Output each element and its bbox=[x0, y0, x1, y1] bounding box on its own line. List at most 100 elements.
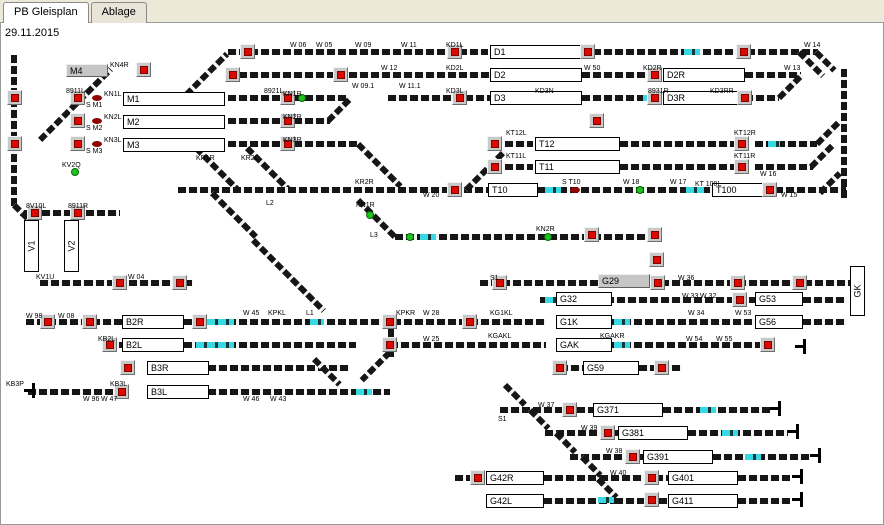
track-segment bbox=[560, 365, 583, 371]
signal-indicator[interactable] bbox=[730, 275, 745, 290]
signal-indicator[interactable] bbox=[280, 136, 295, 151]
signal-indicator[interactable] bbox=[7, 90, 22, 105]
signal-indicator[interactable] bbox=[280, 90, 295, 105]
signal-indicator[interactable] bbox=[112, 275, 127, 290]
track-label-g59[interactable]: G59 bbox=[583, 361, 639, 375]
signal-indicator[interactable] bbox=[492, 275, 507, 290]
track-label-g53[interactable]: G53 bbox=[755, 292, 803, 306]
signal-indicator[interactable] bbox=[487, 159, 502, 174]
signal-indicator[interactable] bbox=[452, 90, 467, 105]
track-label-m2[interactable]: M2 bbox=[123, 115, 225, 129]
signal-indicator[interactable] bbox=[447, 44, 462, 59]
track-label-text: G371 bbox=[597, 405, 620, 415]
signal-indicator[interactable] bbox=[462, 314, 477, 329]
signal-indicator[interactable] bbox=[114, 384, 129, 399]
signal-indicator[interactable] bbox=[737, 90, 752, 105]
signal-indicator[interactable] bbox=[82, 314, 97, 329]
signal-red-lamp-icon bbox=[283, 116, 292, 125]
signal-indicator[interactable] bbox=[736, 44, 751, 59]
track-label-m4[interactable]: M4 bbox=[66, 64, 108, 77]
route-set-track-segment bbox=[768, 141, 780, 147]
signal-indicator[interactable] bbox=[562, 402, 577, 417]
signal-indicator[interactable] bbox=[240, 44, 255, 59]
track-label-gak[interactable]: GAK bbox=[556, 338, 612, 352]
track-label-g391[interactable]: G391 bbox=[643, 450, 713, 464]
track-label-g29[interactable]: G29 bbox=[598, 274, 650, 288]
track-label-gk[interactable]: GK bbox=[850, 266, 865, 316]
signal-indicator[interactable] bbox=[27, 205, 42, 220]
signal-indicator[interactable] bbox=[584, 227, 599, 242]
track-label-t12[interactable]: T12 bbox=[535, 137, 620, 151]
signal-indicator[interactable] bbox=[647, 227, 662, 242]
signal-indicator[interactable] bbox=[647, 90, 662, 105]
track-label-g42l[interactable]: G42L bbox=[486, 494, 544, 508]
element-id-label: KT11R bbox=[734, 153, 756, 160]
track-label-d1[interactable]: D1 bbox=[490, 45, 582, 59]
signal-indicator[interactable] bbox=[70, 113, 85, 128]
signal-indicator[interactable] bbox=[552, 360, 567, 375]
green-lamp-icon bbox=[71, 168, 79, 176]
track-label-d2r[interactable]: D2R bbox=[663, 68, 745, 82]
track-label-d2[interactable]: D2 bbox=[490, 68, 582, 82]
signal-indicator[interactable] bbox=[625, 449, 640, 464]
track-label-b3l[interactable]: B3L bbox=[147, 385, 209, 399]
signal-indicator[interactable] bbox=[644, 470, 659, 485]
signal-indicator[interactable] bbox=[70, 90, 85, 105]
signal-indicator[interactable] bbox=[762, 182, 777, 197]
tab-ablage[interactable]: Ablage bbox=[90, 2, 147, 23]
signal-indicator[interactable] bbox=[333, 67, 348, 82]
signal-indicator[interactable] bbox=[70, 205, 85, 220]
track-label-m3[interactable]: M3 bbox=[123, 138, 225, 152]
route-set-track-segment bbox=[614, 342, 630, 348]
signal-indicator[interactable] bbox=[120, 360, 135, 375]
signal-indicator[interactable] bbox=[644, 492, 659, 507]
track-label-g371[interactable]: G371 bbox=[593, 403, 663, 417]
track-label-g32[interactable]: G32 bbox=[556, 292, 612, 306]
signal-indicator[interactable] bbox=[487, 136, 502, 151]
signal-red-lamp-icon bbox=[628, 452, 637, 461]
track-label-v2[interactable]: V2 bbox=[64, 220, 79, 272]
track-label-b3r[interactable]: B3R bbox=[147, 361, 209, 375]
signal-indicator[interactable] bbox=[225, 67, 240, 82]
element-id-label: W 15 bbox=[781, 192, 798, 199]
signal-indicator[interactable] bbox=[760, 337, 775, 352]
signal-indicator[interactable] bbox=[172, 275, 187, 290]
signal-indicator[interactable] bbox=[654, 360, 669, 375]
signal-indicator[interactable] bbox=[734, 136, 749, 151]
track-label-b2l[interactable]: B2L bbox=[122, 338, 184, 352]
signal-indicator[interactable] bbox=[7, 136, 22, 151]
signal-indicator[interactable] bbox=[382, 314, 397, 329]
track-label-g42r[interactable]: G42R bbox=[486, 471, 544, 485]
signal-indicator[interactable] bbox=[600, 425, 615, 440]
signal-indicator[interactable] bbox=[382, 337, 397, 352]
track-label-v1[interactable]: V1 bbox=[24, 220, 39, 272]
track-label-g56[interactable]: G56 bbox=[755, 315, 803, 329]
signal-indicator[interactable] bbox=[649, 252, 664, 267]
signal-indicator[interactable] bbox=[792, 275, 807, 290]
signal-indicator[interactable] bbox=[102, 337, 117, 352]
signal-indicator[interactable] bbox=[589, 113, 604, 128]
signal-red-lamp-icon bbox=[336, 70, 345, 79]
tab-pb-gleisplan[interactable]: PB Gleisplan bbox=[3, 2, 89, 23]
signal-indicator[interactable] bbox=[447, 182, 462, 197]
track-label-d3[interactable]: D3 bbox=[490, 91, 582, 105]
signal-indicator[interactable] bbox=[70, 136, 85, 151]
signal-indicator[interactable] bbox=[40, 314, 55, 329]
track-label-g381[interactable]: G381 bbox=[618, 426, 688, 440]
track-label-t11[interactable]: T11 bbox=[535, 160, 620, 174]
signal-indicator[interactable] bbox=[647, 67, 662, 82]
track-label-m1[interactable]: M1 bbox=[123, 92, 225, 106]
track-label-t10[interactable]: T10 bbox=[488, 183, 538, 197]
signal-indicator[interactable] bbox=[136, 62, 151, 77]
track-label-g401[interactable]: G401 bbox=[668, 471, 738, 485]
track-label-b2r[interactable]: B2R bbox=[122, 315, 184, 329]
track-label-g411[interactable]: G411 bbox=[668, 494, 738, 508]
signal-indicator[interactable] bbox=[192, 314, 207, 329]
signal-indicator[interactable] bbox=[650, 275, 665, 290]
signal-indicator[interactable] bbox=[732, 292, 747, 307]
track-label-g1k[interactable]: G1K bbox=[556, 315, 612, 329]
signal-indicator[interactable] bbox=[280, 113, 295, 128]
signal-indicator[interactable] bbox=[580, 44, 595, 59]
signal-indicator[interactable] bbox=[470, 470, 485, 485]
signal-indicator[interactable] bbox=[734, 159, 749, 174]
